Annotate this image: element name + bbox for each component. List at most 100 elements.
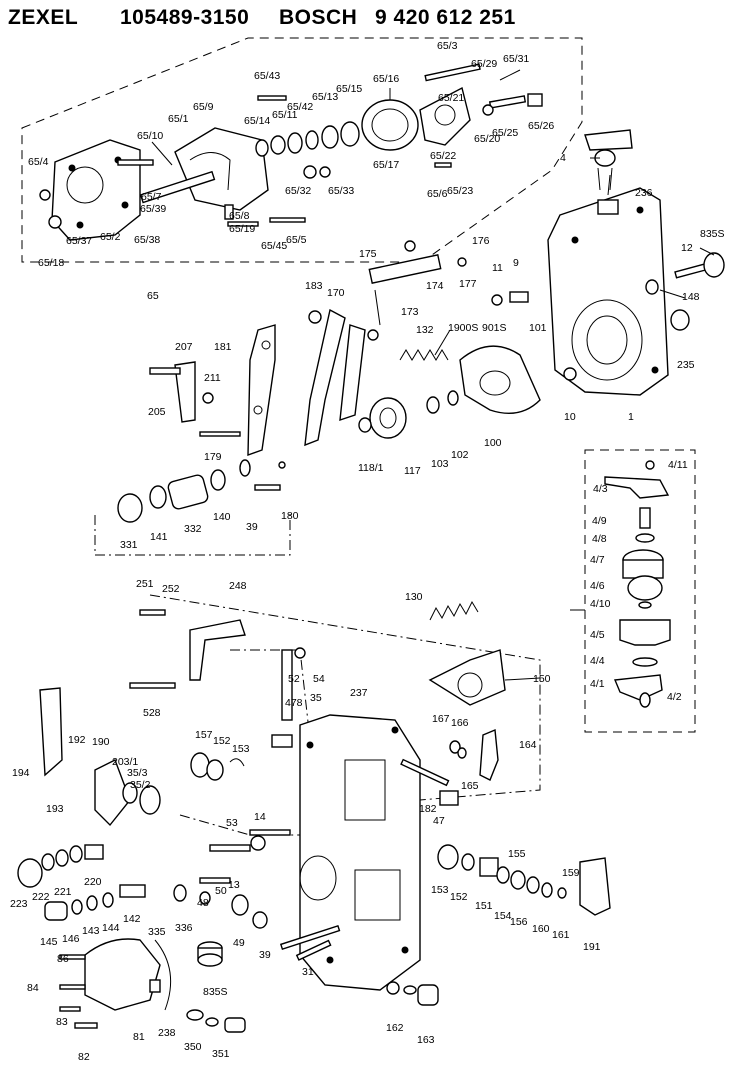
bosch-part-number: 9 420 612 251: [375, 6, 516, 29]
part-number-label: 167: [432, 713, 450, 725]
part-number-label: 13: [228, 879, 240, 891]
part-number-label: 54: [313, 673, 325, 685]
part-number-label: 193: [46, 803, 64, 815]
part-number-label: 152: [450, 891, 468, 903]
part-number-label: 65/10: [137, 130, 163, 142]
part-number-label: 4/11: [668, 459, 688, 471]
stop-screw-assembly: [117, 459, 286, 523]
part-number-label: 203/1: [112, 756, 138, 768]
cover-plate-lower: [59, 938, 172, 1029]
part-number-label: 12: [681, 242, 693, 254]
plug-835s-lower: [197, 941, 223, 967]
governor-lever-assembly: [368, 240, 467, 284]
part-number-label: 65/5: [286, 234, 307, 246]
part-number-label: 65/15: [336, 83, 362, 95]
part-number-label: 220: [84, 876, 102, 888]
part-number-label: 165: [461, 780, 479, 792]
part-number-label: 351: [212, 1048, 230, 1060]
part-number-label: 223: [10, 898, 28, 910]
part-number-label: 4/6: [590, 580, 605, 592]
part-number-label: 194: [12, 767, 30, 779]
delivery-parts-bottom: [186, 939, 332, 1033]
part-number-label: 144: [102, 922, 120, 934]
solenoid-parts-left: [17, 835, 268, 929]
part-number-label: 166: [451, 717, 469, 729]
part-number-label: 10: [564, 411, 576, 423]
part-number-label: 143: [82, 925, 100, 937]
part-number-label: 205: [148, 406, 166, 418]
part-number-label: 142: [123, 913, 141, 925]
part-number-label: 65/25: [492, 127, 518, 139]
part-number-label: 150: [533, 673, 551, 685]
part-number-label: 238: [158, 1027, 176, 1039]
part-number-label: 65/38: [134, 234, 160, 246]
governor-cover-assembly: [51, 139, 141, 241]
part-number-label: 31: [302, 966, 314, 978]
shutoff-arm-164: [400, 728, 499, 806]
part-number-label: 65/19: [229, 223, 255, 235]
part-number-label: 350: [184, 1041, 202, 1053]
part-number-label: 65/32: [285, 185, 311, 197]
shutoff-lever-150: [428, 649, 506, 706]
assembly-line-b: [149, 594, 541, 801]
housing-screws-lower: [249, 647, 306, 836]
part-number-label: 331: [120, 539, 138, 551]
part-number-label: 4/10: [590, 598, 611, 610]
part-number-label: 118/1: [358, 462, 384, 474]
part-number-label: 14: [254, 811, 266, 823]
part-number-label: 117: [404, 465, 421, 477]
part-number-label: 155: [508, 848, 526, 860]
bracket-248: [129, 609, 246, 689]
part-number-label: 39: [246, 521, 258, 533]
part-number-label: 48: [197, 897, 209, 909]
governor-lever-bracket: [139, 127, 269, 211]
part-number-label: 211: [204, 372, 221, 384]
right-lower-stack: [437, 844, 611, 916]
part-number-label: 35: [310, 692, 322, 704]
brand-name: ZEXEL: [8, 6, 79, 29]
part-number-label: 192: [68, 734, 86, 746]
small-fasteners-group65: [39, 162, 452, 229]
part-number-label: 132: [416, 324, 434, 336]
part-number-label: 183: [305, 280, 323, 292]
part-number-label: 65/21: [438, 92, 464, 104]
part-number-label: 207: [175, 341, 193, 353]
part-number-label: 4/7: [590, 554, 605, 566]
part-number-label: 4: [560, 152, 566, 164]
part-number-label: 65: [147, 290, 159, 302]
idle-spring-130: [429, 600, 479, 621]
lever-bracket-207: [149, 361, 241, 437]
part-number-label: 236: [635, 187, 653, 199]
adjusting-lever-190: [39, 687, 161, 827]
part-number-label: 65/11: [272, 109, 298, 121]
part-number-label: 81: [133, 1031, 145, 1043]
part-number-label: 153: [232, 743, 250, 755]
tensioning-lever: [304, 308, 379, 447]
part-number-label: 151: [475, 900, 493, 912]
part-number-label: 103: [431, 458, 449, 470]
top-actuator-unit: [584, 129, 633, 191]
part-number-label: 176: [472, 235, 490, 247]
bottom-screws: [279, 924, 439, 1006]
part-number-label: 190: [92, 736, 110, 748]
part-number-label: 248: [229, 580, 247, 592]
part-number-label: 222: [32, 891, 50, 903]
part-number-label: 157: [195, 729, 213, 741]
part-number-label: 175: [359, 248, 377, 260]
part-number-label: 154: [494, 910, 512, 922]
part-number-label: 170: [327, 287, 345, 299]
governor-sleeve-parts: [358, 390, 459, 439]
part-number-label: 65/7: [141, 191, 162, 203]
part-number-label: 235: [677, 359, 695, 371]
part-number-label: 65/13: [312, 91, 338, 103]
part-number-label: 47: [433, 815, 445, 827]
part-number-label: 335: [148, 926, 166, 938]
pump-housing-237: [299, 714, 421, 991]
part-number-label: 159: [562, 867, 580, 879]
part-number-label: 53: [226, 817, 238, 829]
spring-and-washer-stack: [255, 121, 360, 157]
part-number-label: 4/2: [667, 691, 682, 703]
part-number-label: 162: [386, 1022, 404, 1034]
part-number-label: 179: [204, 451, 222, 463]
